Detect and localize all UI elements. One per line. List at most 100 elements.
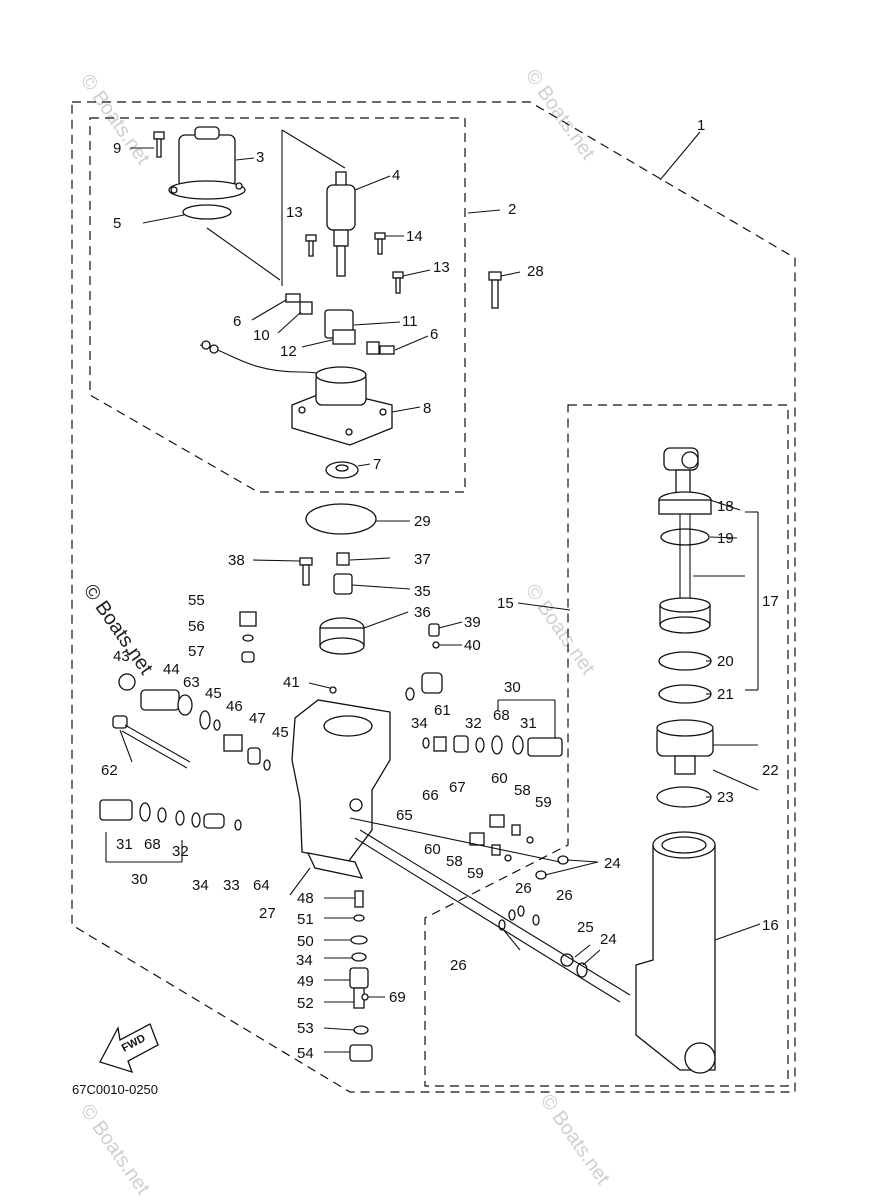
snap-ring-43	[118, 673, 136, 691]
washer-56	[242, 634, 254, 642]
callout-32b: 32	[172, 843, 189, 860]
callout-34b: 34	[192, 877, 209, 894]
callout-26a: 26	[515, 880, 532, 897]
motor-parts	[153, 126, 502, 535]
o-ring-24c	[576, 962, 588, 978]
pump-top	[335, 171, 347, 187]
callout-46: 46	[226, 698, 243, 715]
callout-26b: 26	[556, 887, 573, 904]
cylinder-head-22-top	[656, 719, 714, 737]
spring-46	[223, 734, 243, 752]
pump-shaft	[336, 245, 346, 277]
callout-25: 25	[577, 919, 594, 936]
housing-hole-a	[298, 406, 306, 414]
cylinder-tube-16-bore	[661, 836, 707, 854]
ring-53	[353, 1025, 369, 1035]
o-ring-20	[658, 651, 712, 671]
callout-4: 4	[392, 167, 400, 184]
o-ring-24a	[557, 855, 569, 865]
callout-15: 15	[497, 595, 514, 612]
callout-35: 35	[414, 583, 431, 600]
ring-68a	[491, 735, 503, 755]
callout-50: 50	[297, 933, 314, 950]
ring-45b	[263, 759, 271, 771]
callout-45b: 45	[272, 724, 289, 741]
callout-6a: 6	[233, 313, 241, 330]
callout-17: 17	[762, 593, 779, 610]
callout-68b: 68	[144, 836, 161, 853]
callout-18: 18	[717, 498, 734, 515]
o-ring-23	[656, 786, 712, 808]
block-10b	[366, 341, 380, 355]
ring-64	[234, 819, 242, 831]
sleeve-35	[333, 573, 353, 595]
callout-32a: 32	[465, 715, 482, 732]
screw-28-shank	[491, 279, 499, 309]
fitting-44-end	[177, 694, 193, 716]
wire-lead	[199, 344, 336, 381]
callout-14: 14	[406, 228, 423, 245]
ring-51	[353, 914, 365, 922]
fitting-44	[140, 689, 180, 711]
callout-47: 47	[249, 710, 266, 727]
callout-51: 51	[297, 911, 314, 928]
callout-59a: 59	[535, 794, 552, 811]
callout-1: 1	[697, 117, 705, 134]
callout-54: 54	[297, 1045, 314, 1062]
callout-30b: 30	[131, 871, 148, 888]
callout-24a: 24	[604, 855, 621, 872]
callout-60b: 60	[424, 841, 441, 858]
callout-30a: 30	[504, 679, 521, 696]
o-ring-63	[199, 710, 211, 730]
callout-55: 55	[188, 592, 205, 609]
watermark-top-right: © Boats.net	[521, 65, 599, 164]
motor-hole-right	[235, 182, 243, 190]
callout-16: 16	[762, 917, 779, 934]
screw-58b	[491, 844, 501, 856]
wire-terminal-2	[209, 344, 219, 354]
ring-32b	[175, 810, 185, 826]
callout-12: 12	[280, 343, 297, 360]
ring-32a	[475, 737, 485, 753]
nut-57	[241, 651, 255, 663]
callout-33: 33	[223, 877, 240, 894]
pipe-b	[354, 837, 621, 1003]
callout-6b: 6	[430, 326, 438, 343]
callout-5: 5	[113, 215, 121, 232]
ring-26b	[517, 905, 525, 917]
block-10a	[299, 301, 313, 315]
ball-41	[329, 686, 337, 694]
callout-58b: 58	[446, 853, 463, 870]
fwd-arrow: FWD	[99, 1023, 159, 1074]
plug-61	[421, 672, 443, 694]
callout-48: 48	[297, 890, 314, 907]
collar-7-bore	[335, 464, 349, 472]
spring-37	[336, 552, 350, 566]
pump-main-port-side	[349, 798, 363, 812]
cylinder-tube-16	[635, 844, 716, 1071]
o-ring-24b	[535, 870, 547, 880]
pin-39	[428, 623, 440, 637]
o-ring-19	[660, 528, 710, 546]
callout-23: 23	[717, 789, 734, 806]
callout-65: 65	[396, 807, 413, 824]
bolt-62-shank-a	[124, 724, 191, 763]
plug-54	[349, 1044, 373, 1062]
watermark-bottom-right: © Boats.net	[536, 1090, 614, 1189]
ball-69	[361, 993, 369, 1001]
callout-69: 69	[389, 989, 406, 1006]
callout-22: 22	[762, 762, 779, 779]
callout-38: 38	[228, 552, 245, 569]
callout-44: 44	[163, 661, 180, 678]
callout-19: 19	[717, 530, 734, 547]
callout-24b: 24	[600, 931, 617, 948]
callout-28: 28	[527, 263, 544, 280]
callout-20: 20	[717, 653, 734, 670]
ring-65	[422, 737, 430, 749]
callout-66: 66	[422, 787, 439, 804]
diagram-code: 67C0010-0250	[72, 1082, 158, 1097]
callout-41: 41	[283, 674, 300, 691]
callout-8: 8	[423, 400, 431, 417]
motor-body	[178, 134, 236, 188]
o-ring-34a	[405, 687, 415, 701]
